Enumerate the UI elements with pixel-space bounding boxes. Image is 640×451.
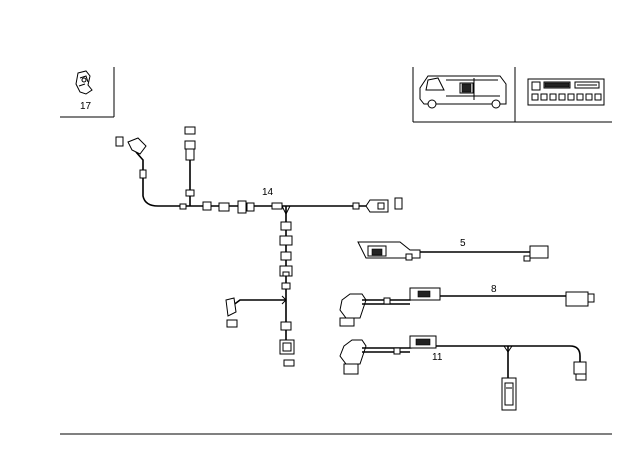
harness-8	[339, 287, 595, 327]
frame	[60, 67, 612, 435]
callout-8: 8	[491, 284, 497, 295]
callout-5: 5	[460, 238, 466, 249]
callout-14: 14	[262, 187, 274, 198]
harness-11	[339, 335, 587, 411]
station-wagon-side-icon	[419, 75, 507, 109]
radio-buttons	[531, 93, 602, 101]
callout-17: 17	[80, 101, 92, 112]
clip-icon	[75, 70, 93, 95]
main-harness-14	[115, 126, 403, 367]
car-radio-icon	[527, 78, 605, 106]
harness-5	[357, 241, 549, 262]
callout-11: 11	[432, 352, 443, 363]
